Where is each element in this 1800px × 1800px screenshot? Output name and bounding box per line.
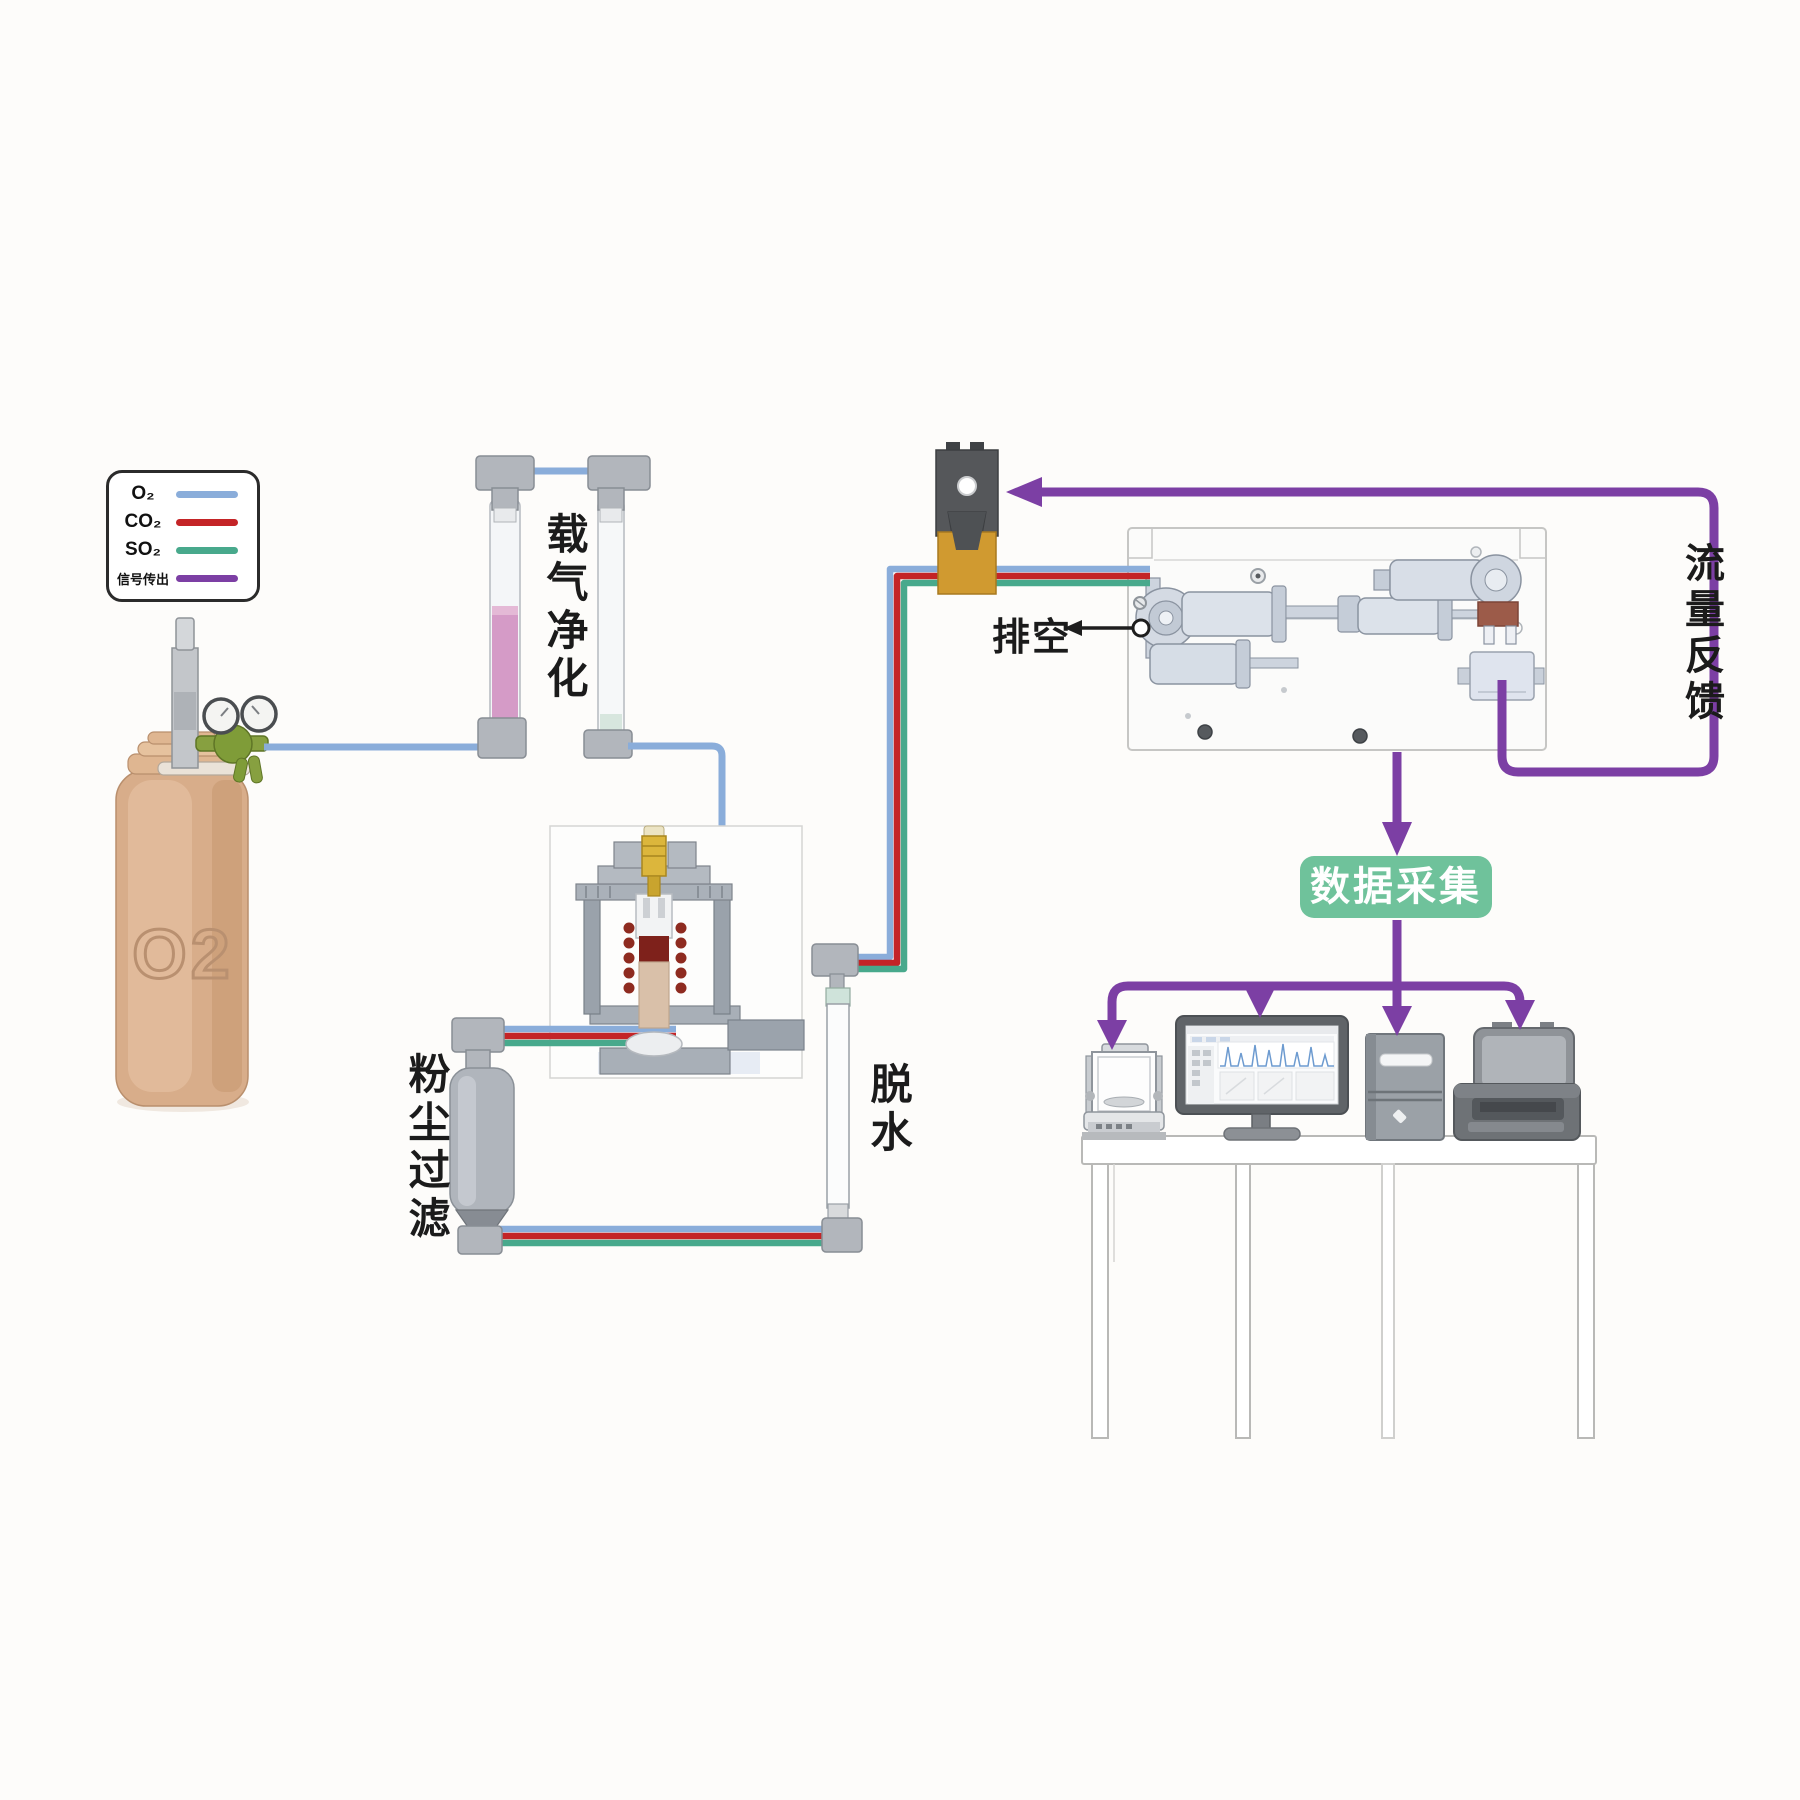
monitor	[1175, 1015, 1349, 1141]
heating-coil-dots	[623, 922, 687, 994]
pressure-regulator	[195, 695, 278, 784]
furnace-right-arm	[727, 1019, 805, 1051]
arrowhead-to-balance	[1097, 1020, 1127, 1050]
chromatogram-strip	[1217, 1041, 1335, 1069]
purifier-left-elbow	[477, 717, 527, 759]
legend-item-signal: 信号传出	[113, 566, 249, 590]
legend-item-co2: CO₂	[113, 510, 249, 534]
signal-arrowheads	[1006, 477, 1535, 1050]
arrowhead-to-printer	[1505, 1000, 1535, 1030]
vent-valve	[935, 442, 999, 595]
legend-label-o2: O₂	[131, 483, 155, 504]
arrowhead-to-daq	[1382, 822, 1412, 856]
dehydration-tube	[811, 943, 863, 1253]
furnace-sample-tube	[623, 825, 687, 1057]
vent-arrow	[1064, 596, 1151, 638]
legend-box: O₂ CO₂ SO₂ 信号传出	[106, 470, 260, 602]
legend-line-co2	[176, 518, 238, 526]
printer	[1453, 1022, 1581, 1141]
arrowhead-to-valve	[1006, 477, 1042, 507]
sample-material	[639, 936, 669, 962]
signal-daq-to-printer	[1397, 981, 1525, 1007]
legend-line-o2	[176, 490, 238, 498]
legend-label-so2: SO₂	[125, 539, 161, 560]
carrier-gas-purifier	[475, 455, 651, 759]
syringe-pump-assembly	[1135, 554, 1545, 701]
legend-label-signal: 信号传出	[116, 571, 169, 587]
arrowhead-to-monitor	[1245, 988, 1275, 1018]
dust-filter	[449, 1017, 515, 1255]
instrument-panel	[1127, 527, 1547, 751]
daq-badge: 数据采集	[1300, 856, 1492, 918]
legend-item-so2: SO₂	[113, 538, 249, 562]
computer-tower	[1365, 1033, 1445, 1141]
gas-cylinder: O2	[115, 617, 278, 1112]
desk	[1081, 1135, 1597, 1439]
legend-line-so2	[176, 546, 238, 554]
gas-pipes-to-analyzer	[854, 565, 1150, 973]
cylinder-valve-stem	[171, 617, 199, 769]
legend-item-o2: O₂	[113, 482, 249, 506]
furnace-top-valve	[641, 825, 667, 897]
gas-pipes-filter-to-dehydration	[478, 1225, 844, 1247]
legend-line-signal	[176, 574, 238, 582]
signal-daq-to-balance	[1107, 981, 1397, 1024]
dust-filter-label: 粉尘过滤	[403, 1052, 450, 1244]
purifier-label: 载气净化	[541, 512, 588, 704]
flow-feedback-label: 流量反馈	[1679, 542, 1723, 726]
pump-detail-brown	[1477, 601, 1519, 627]
legend-label-co2: CO₂	[124, 511, 162, 532]
arrowhead-to-tower	[1382, 1006, 1412, 1036]
dehydration-label: 脱水	[865, 1062, 912, 1158]
vent-label: 排空	[992, 617, 1073, 659]
cylinder-o2-text: O2	[132, 915, 233, 993]
analytical-balance	[1082, 1043, 1166, 1140]
flow-feedback-loop	[1040, 487, 1719, 777]
purifier-right-elbow	[583, 729, 633, 759]
